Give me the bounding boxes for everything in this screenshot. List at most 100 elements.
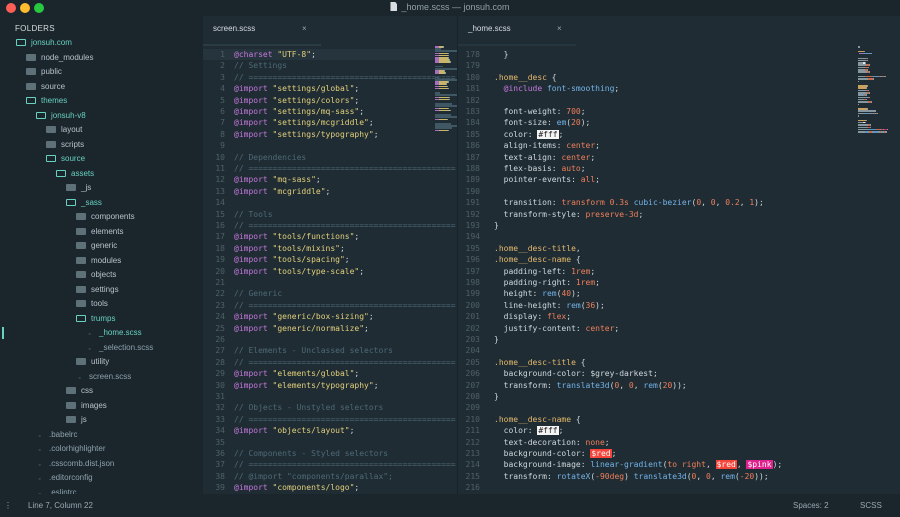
- sidebar-item[interactable]: _sass: [66, 196, 102, 210]
- tab-screen-scss[interactable]: screen.scss: [213, 24, 256, 33]
- close-icon[interactable]: ×: [557, 24, 562, 33]
- sidebar-item[interactable]: ◦_home.scss: [86, 326, 141, 340]
- code-line[interactable]: @import "mcgriddle";: [234, 186, 331, 196]
- code-line[interactable]: @charset "UTF-8";: [234, 50, 316, 59]
- code-line[interactable]: @import "settings/colors";: [234, 95, 360, 105]
- tab-home-scss[interactable]: _home.scss: [468, 24, 511, 33]
- code-line[interactable]: }: [494, 221, 499, 230]
- code-line[interactable]: // Tools: [234, 209, 273, 219]
- sidebar-item[interactable]: utility: [76, 355, 109, 369]
- sidebar-item[interactable]: ◦.colorhighlighter: [36, 442, 105, 456]
- code-line[interactable]: @import "tools/type-scale";: [234, 266, 365, 276]
- sidebar-item[interactable]: ◦screen.scss: [76, 370, 131, 384]
- sidebar-item[interactable]: assets: [56, 167, 94, 181]
- code-line[interactable]: transition: transform 0.3s cubic-bezier(…: [494, 198, 764, 208]
- close-icon[interactable]: ×: [302, 24, 307, 33]
- code-line[interactable]: @import "tools/spacing";: [234, 255, 350, 265]
- syntax-mode[interactable]: SCSS: [860, 501, 882, 510]
- sidebar-item[interactable]: scripts: [46, 138, 84, 152]
- code-line[interactable]: // Generic: [234, 289, 283, 299]
- sidebar-item[interactable]: jonsuh.com: [16, 36, 72, 50]
- sidebar-item[interactable]: ◦.babelrc: [36, 428, 77, 442]
- sidebar-item[interactable]: node_modules: [26, 51, 93, 65]
- code-line[interactable]: .home__desc {: [494, 72, 557, 82]
- left-minimap[interactable]: [435, 46, 457, 136]
- sidebar-item[interactable]: js: [66, 413, 87, 427]
- sidebar-item[interactable]: ◦.csscomb.dist.json: [36, 457, 114, 471]
- code-line[interactable]: // Objects - Unstyled selectors: [234, 403, 384, 413]
- minimize-window-button[interactable]: [20, 3, 30, 13]
- code-line[interactable]: align-items: center;: [494, 141, 600, 151]
- code-line[interactable]: // Dependencies: [234, 152, 307, 162]
- code-line[interactable]: justify-content: center;: [494, 323, 620, 333]
- code-line[interactable]: @import "elements/global";: [234, 369, 360, 379]
- code-line[interactable]: .home__desc-name {: [494, 414, 581, 424]
- code-line[interactable]: @import "tools/functions";: [234, 232, 360, 242]
- right-minimap[interactable]: [858, 46, 888, 466]
- sidebar-item[interactable]: ◦.editorconfig: [36, 471, 92, 485]
- code-line[interactable]: @import "tools/mixins";: [234, 243, 345, 253]
- code-line[interactable]: @import "settings/mcgriddle";: [234, 118, 374, 128]
- sidebar-item[interactable]: trumps: [76, 312, 115, 326]
- code-line[interactable]: @import "components/logo";: [234, 483, 360, 493]
- code-line[interactable]: line-height: rem(36);: [494, 300, 605, 310]
- code-line[interactable]: transform: translate3d(0, 0, rem(20));: [494, 380, 687, 390]
- code-line[interactable]: text-decoration: none;: [494, 437, 610, 447]
- code-line[interactable]: // =====================================…: [234, 72, 456, 82]
- code-line[interactable]: background-image: linear-gradient(to rig…: [494, 460, 783, 470]
- code-line[interactable]: // Components - Styled selectors: [234, 449, 389, 458]
- code-line[interactable]: @import "objects/layout";: [234, 426, 355, 436]
- code-line[interactable]: @import "mq-sass";: [234, 175, 321, 185]
- sidebar-item[interactable]: _js: [66, 181, 91, 195]
- code-line[interactable]: @import "settings/typography";: [234, 129, 379, 139]
- sidebar-item[interactable]: components: [76, 210, 135, 224]
- code-line[interactable]: // Settings: [234, 61, 287, 71]
- code-line[interactable]: }: [494, 392, 499, 401]
- sidebar-item[interactable]: settings: [76, 283, 119, 297]
- code-line[interactable]: @import "generic/normalize";: [234, 323, 369, 333]
- code-line[interactable]: height: rem(40);: [494, 289, 581, 299]
- indentation-setting[interactable]: Spaces: 2: [793, 501, 829, 510]
- code-line[interactable]: padding-right: 1rem;: [494, 278, 600, 287]
- code-line[interactable]: .home__desc-title,: [494, 243, 581, 253]
- code-line[interactable]: // =====================================…: [234, 221, 456, 230]
- code-line[interactable]: color: #fff;: [494, 426, 564, 436]
- code-line[interactable]: font-size: em(20);: [494, 118, 591, 128]
- sidebar-item[interactable]: objects: [76, 268, 116, 282]
- code-line[interactable]: flex-basis: auto;: [494, 164, 586, 173]
- code-line[interactable]: transform-style: preserve-3d;: [494, 209, 644, 219]
- left-editor-pane[interactable]: screen.scss × 1@charset "UTF-8";2// Sett…: [203, 16, 457, 494]
- sidebar-item[interactable]: source: [26, 80, 65, 94]
- code-line[interactable]: display: flex;: [494, 312, 572, 322]
- code-line[interactable]: @import "elements/typography";: [234, 380, 379, 390]
- code-line[interactable]: // =====================================…: [234, 414, 456, 424]
- sidebar-item[interactable]: tools: [76, 297, 108, 311]
- sidebar-item[interactable]: public: [26, 65, 62, 79]
- sidebar-item[interactable]: ◦_selection.scss: [86, 341, 153, 355]
- code-line[interactable]: @include font-smoothing;: [503, 84, 620, 94]
- code-line[interactable]: text-align: center;: [494, 152, 596, 162]
- code-line[interactable]: // =====================================…: [234, 300, 456, 310]
- code-line[interactable]: background-color: $grey-darkest;: [494, 369, 658, 379]
- sidebar-item[interactable]: layout: [46, 123, 82, 137]
- code-line[interactable]: @import "settings/global";: [234, 84, 360, 94]
- code-line[interactable]: // =====================================…: [234, 460, 456, 470]
- sidebar-toggle-icon[interactable]: ⋮: [4, 501, 12, 510]
- code-line[interactable]: // =====================================…: [234, 357, 456, 367]
- code-line[interactable]: color: #fff;: [494, 129, 564, 139]
- code-line[interactable]: }: [494, 335, 499, 344]
- code-line[interactable]: font-weight: 700;: [494, 107, 586, 116]
- sidebar-item[interactable]: css: [66, 384, 93, 398]
- sidebar-item[interactable]: jonsuh-v8: [36, 109, 86, 123]
- code-line[interactable]: }: [494, 50, 509, 59]
- code-line[interactable]: background-color: $red;: [494, 449, 617, 458]
- code-line[interactable]: padding-left: 1rem;: [494, 266, 596, 276]
- code-line[interactable]: .home__desc-title {: [494, 357, 586, 367]
- sidebar-item[interactable]: modules: [76, 254, 121, 268]
- code-line[interactable]: @import "settings/mq-sass";: [234, 107, 365, 116]
- sidebar-item[interactable]: images: [66, 399, 107, 413]
- sidebar-item[interactable]: ◦.eslintrc: [36, 486, 76, 495]
